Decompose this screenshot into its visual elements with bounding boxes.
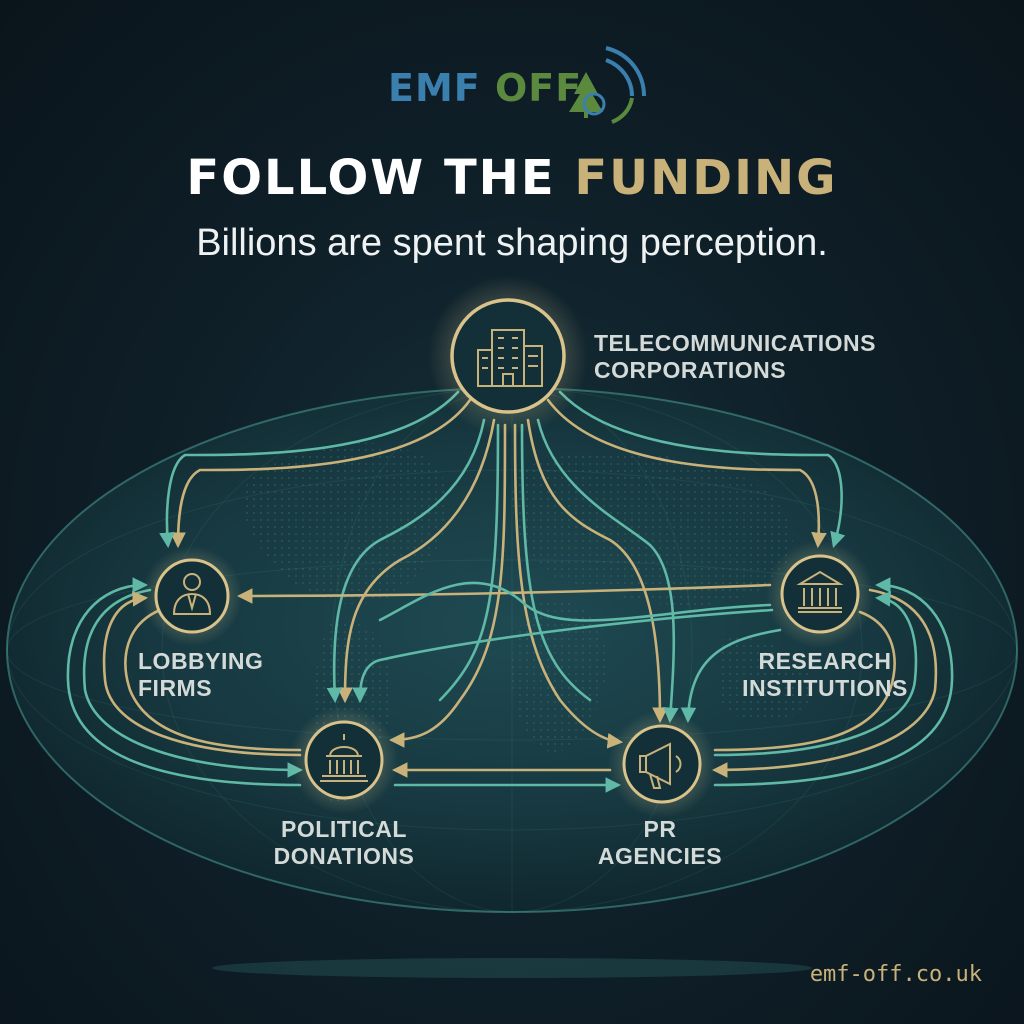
label-lobbying-line2: FIRMS: [138, 675, 213, 701]
label-lobbying-line1: LOBBYING: [138, 648, 264, 674]
subtitle: Billions are spent shaping perception.: [196, 222, 828, 264]
title-accent: FUNDING: [574, 150, 838, 206]
label-telecom-line1: TELECOMMUNICATIONS: [594, 330, 877, 356]
institution-columns-icon: [796, 570, 844, 613]
logo-text-emf: EMF: [388, 66, 481, 110]
node-political: [290, 706, 398, 814]
label-research-line2: INSTITUTIONS: [742, 675, 908, 701]
label-political-line2: DONATIONS: [273, 843, 415, 869]
label-research: RESEARCH INSTITUTIONS: [740, 648, 910, 702]
label-pr: PR AGENCIES: [590, 816, 730, 870]
office-building-icon: [477, 329, 543, 387]
page-title: FOLLOW THE FUNDING: [0, 150, 1024, 206]
node-research: [766, 540, 874, 648]
node-telecom: [428, 276, 588, 436]
node-pr: [608, 710, 716, 818]
logo-tree-signal-icon: [569, 46, 646, 124]
businessperson-icon: [172, 573, 212, 615]
label-pr-line1: PR: [643, 816, 677, 842]
megaphone-icon: [639, 742, 682, 789]
label-political: POLITICAL DONATIONS: [264, 816, 424, 870]
logo: EMF OFF: [388, 66, 582, 116]
label-research-line1: RESEARCH: [758, 648, 892, 674]
capitol-dome-icon: [320, 734, 368, 782]
label-pr-line2: AGENCIES: [597, 843, 723, 869]
label-political-line1: POLITICAL: [281, 816, 407, 842]
label-lobbying: LOBBYING FIRMS: [138, 648, 263, 702]
logo-text-off: OFF: [494, 66, 583, 110]
label-telecom: TELECOMMUNICATIONS CORPORATIONS: [594, 330, 876, 384]
horizon-glow: [212, 958, 812, 978]
title-main: FOLLOW THE: [186, 150, 575, 206]
funding-flows: [66, 390, 954, 793]
label-telecom-line2: CORPORATIONS: [594, 357, 787, 383]
footer-url[interactable]: emf-off.co.uk: [809, 962, 982, 987]
node-lobbying: [142, 546, 242, 646]
